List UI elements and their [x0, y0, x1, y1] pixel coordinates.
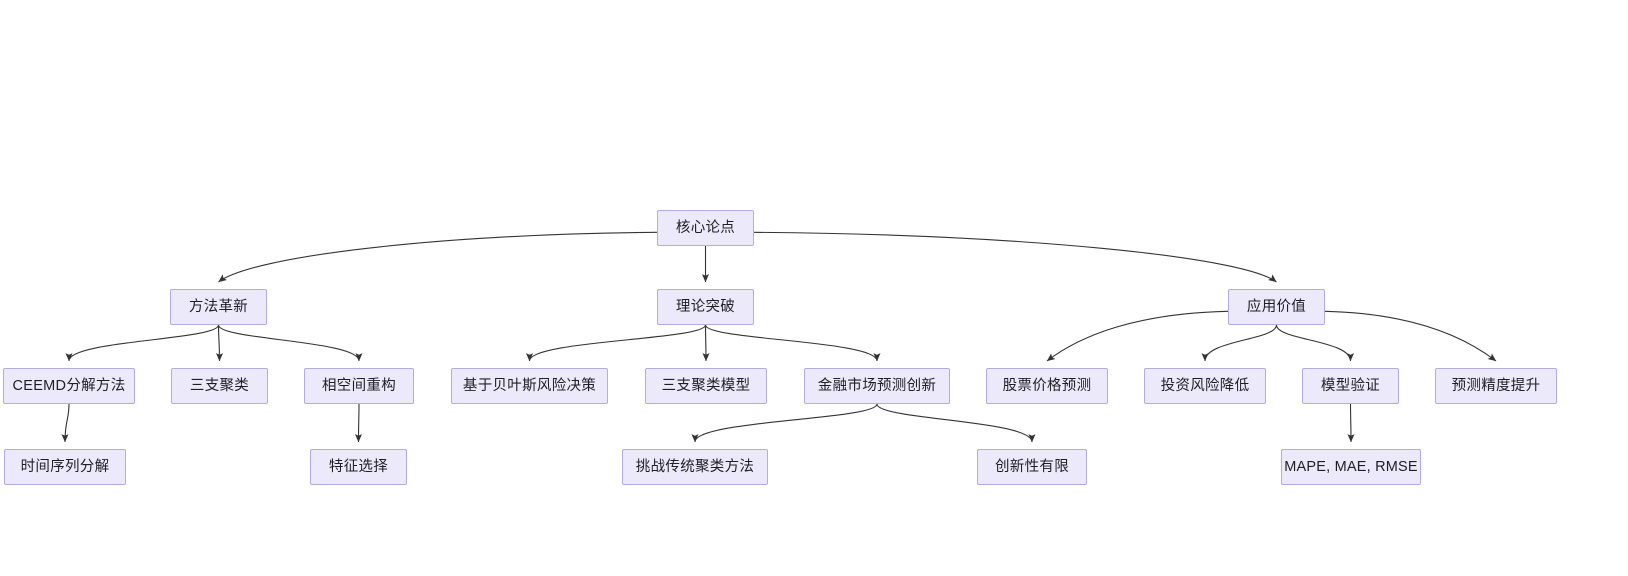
flowchart-node-branch2[interactable]: 理论突破	[657, 289, 754, 325]
flowchart-edge-n3-to-leaf2	[354, 403, 363, 443]
flowchart-node-label: 挑战传统聚类方法	[635, 458, 755, 475]
flowchart-node-leaf2[interactable]: 特征选择	[310, 449, 407, 485]
flowchart-edge-root-to-branch3	[753, 231, 1277, 283]
flowchart-edge-branch2-to-n5	[702, 324, 710, 362]
flowchart-edge-branch3-to-n8	[1201, 324, 1278, 362]
flowchart-node-n10[interactable]: 预测精度提升	[1435, 368, 1557, 404]
flowchart-node-n1[interactable]: CEEMD分解方法	[3, 368, 135, 404]
flowchart-edge-n1-to-leaf1	[61, 403, 70, 443]
flowchart-node-leaf3[interactable]: 挑战传统聚类方法	[622, 449, 768, 485]
flowchart-node-n2[interactable]: 三支聚类	[171, 368, 268, 404]
flowchart-node-n8[interactable]: 投资风险降低	[1144, 368, 1266, 404]
flowchart-node-leaf1[interactable]: 时间序列分解	[4, 449, 126, 485]
flowchart-node-label: 三支聚类	[189, 377, 250, 394]
flowchart-node-label: 特征选择	[328, 458, 389, 475]
flowchart-node-label: MAPE, MAE, RMSE	[1284, 458, 1418, 475]
flowchart-edge-branch1-to-n2	[215, 324, 224, 362]
flowchart-edge-branch3-to-n9	[1275, 324, 1354, 362]
flowchart-node-branch3[interactable]: 应用价值	[1228, 289, 1325, 325]
flowchart-node-branch1[interactable]: 方法革新	[170, 289, 267, 325]
flowchart-node-n5[interactable]: 三支聚类模型	[645, 368, 767, 404]
flowchart-edge-n6-to-leaf3	[691, 403, 878, 443]
flowchart-edge-n9-to-leaf5	[1347, 403, 1355, 443]
flowchart-node-label: 基于贝叶斯风险决策	[462, 377, 597, 394]
flowchart-node-label: 创新性有限	[995, 458, 1069, 475]
flowchart-node-label: 相空间重构	[322, 377, 396, 394]
flowchart-node-root[interactable]: 核心论点	[657, 210, 754, 246]
flowchart-edge-branch1-to-n1	[65, 324, 220, 362]
edge-group	[61, 231, 1497, 443]
flowchart-edge-branch2-to-n6	[704, 324, 881, 362]
flowchart-edge-branch2-to-n4	[526, 324, 707, 362]
flowchart-edge-branch1-to-n3	[217, 324, 363, 362]
flowchart-node-label: 金融市场预测创新	[817, 377, 937, 394]
flowchart-node-label: 三支聚类模型	[661, 377, 751, 394]
flowchart-node-n3[interactable]: 相空间重构	[304, 368, 414, 404]
flowchart-node-label: 股票价格预测	[1002, 377, 1092, 394]
flowchart-node-leaf5[interactable]: MAPE, MAE, RMSE	[1281, 449, 1421, 485]
flowchart-node-n9[interactable]: 模型验证	[1302, 368, 1399, 404]
flowchart-node-label: 时间序列分解	[20, 458, 110, 475]
flowchart-node-label: 方法革新	[188, 298, 249, 315]
flowchart-node-label: 理论突破	[675, 298, 736, 315]
flowchart-node-label: 核心论点	[675, 219, 736, 236]
flowchart-node-label: 预测精度提升	[1451, 377, 1541, 394]
flowchart-node-label: 投资风险降低	[1160, 377, 1250, 394]
flowchart-node-n4[interactable]: 基于贝叶斯风险决策	[451, 368, 608, 404]
flowchart-edge-branch3-to-n7	[1046, 310, 1229, 362]
flowchart-edge-n6-to-leaf4	[876, 403, 1036, 443]
flowchart-node-label: 应用价值	[1246, 298, 1307, 315]
flowchart-edge-branch3-to-n10	[1324, 310, 1497, 362]
flowchart-node-n7[interactable]: 股票价格预测	[986, 368, 1108, 404]
flowchart-node-label: 模型验证	[1320, 377, 1381, 394]
flowchart-node-label: CEEMD分解方法	[12, 377, 126, 394]
flowchart-node-leaf4[interactable]: 创新性有限	[977, 449, 1087, 485]
flowchart-edge-root-to-branch1	[218, 231, 658, 283]
flowchart-node-n6[interactable]: 金融市场预测创新	[804, 368, 950, 404]
